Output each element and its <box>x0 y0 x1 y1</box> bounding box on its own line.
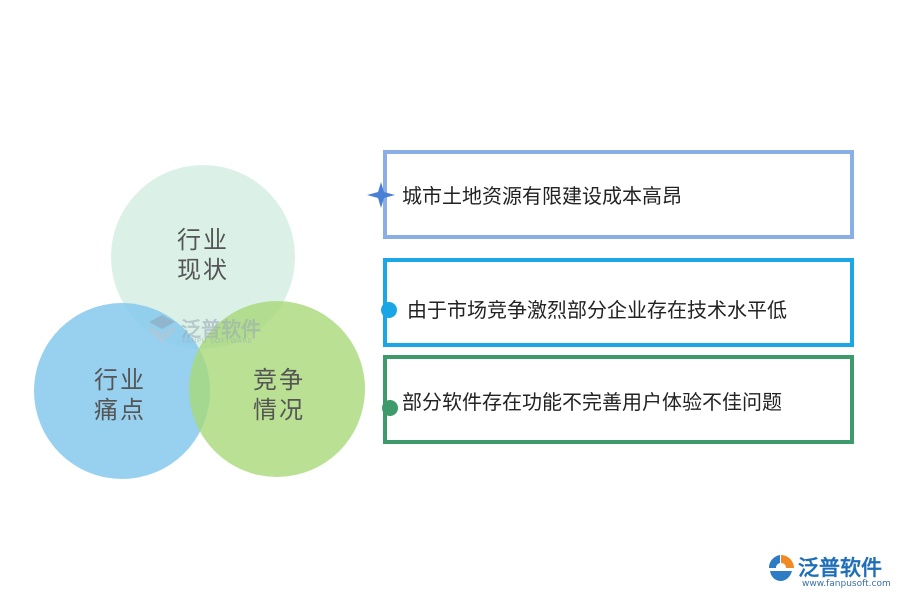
point-box-1 <box>383 150 854 239</box>
brand-logo: 泛普软件 www.fanpusoft.com <box>766 553 891 589</box>
star-marker-icon <box>367 182 395 208</box>
point-text-3: 部分软件存在功能不完善用户体验不佳问题 <box>402 390 782 414</box>
label-line: 情况 <box>253 396 305 424</box>
industry-pain-circle <box>34 303 210 479</box>
label-line: 行业 <box>94 366 146 394</box>
label-line: 行业 <box>177 226 229 254</box>
logo-icon <box>149 315 175 343</box>
industry-pain-label: 行业 痛点 <box>60 365 180 425</box>
competition-label: 竞争 情况 <box>219 365 339 425</box>
watermark-name: 泛普软件 <box>181 317 261 341</box>
label-line: 现状 <box>177 256 229 284</box>
point-text-2: 由于市场竞争激烈部分企业存在技术水平低 <box>407 298 787 322</box>
watermark: 泛普软件 FANPU SOFTWARE <box>145 312 261 350</box>
point-box-2 <box>383 258 854 347</box>
logo-name: 泛普软件 <box>798 556 882 580</box>
point-text-1: 城市土地资源有限建设成本高昂 <box>402 184 682 208</box>
point-box-3 <box>383 355 854 444</box>
industry-status-label: 行业 现状 <box>143 225 263 285</box>
dot-marker-icon <box>382 400 398 416</box>
watermark-subtitle: FANPU SOFTWARE <box>182 337 253 345</box>
dot-marker-icon <box>381 302 397 318</box>
competition-circle <box>189 301 365 477</box>
label-line: 痛点 <box>94 396 146 424</box>
logo-url: www.fanpusoft.com <box>802 579 891 589</box>
logo-icon <box>769 555 794 581</box>
label-line: 竞争 <box>253 366 305 394</box>
